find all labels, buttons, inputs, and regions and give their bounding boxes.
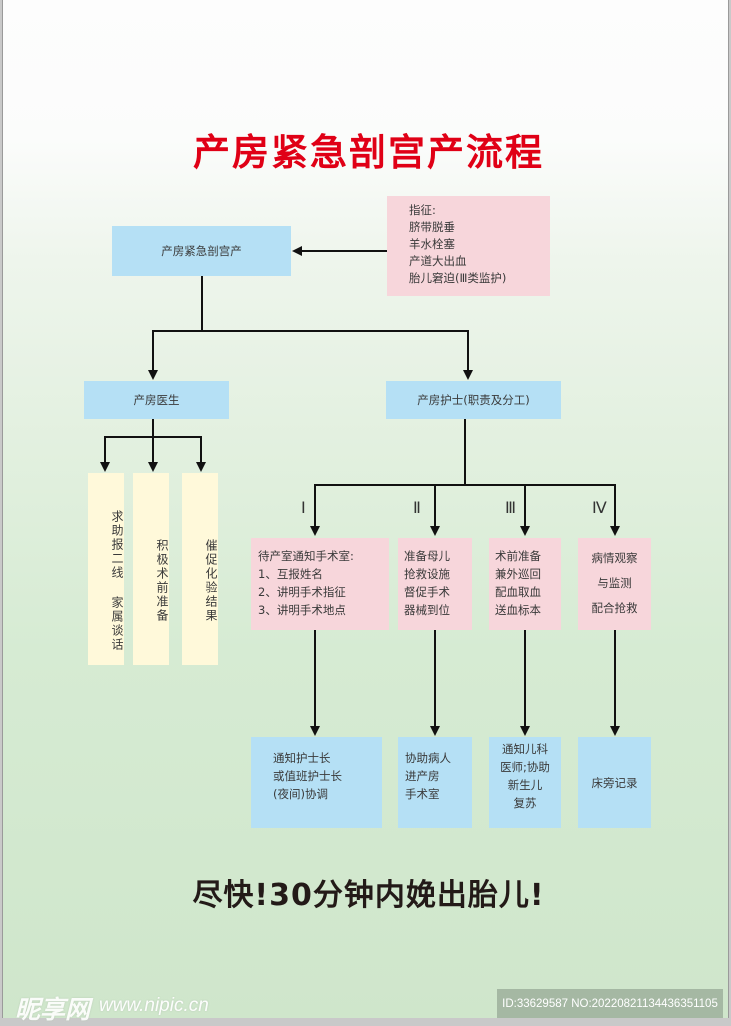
doctor-task-box: 积极术前准备: [133, 473, 169, 665]
connector: [524, 630, 526, 728]
arrow-head-down: [148, 462, 158, 472]
root-label: 产房紧急剖宫产: [161, 244, 242, 258]
nurse-duty-box-1: 待产室通知手术室: 1、互报姓名 2、讲明手术指征 3、讲明手术地点: [251, 538, 389, 630]
duty-line: 1、互报姓名: [258, 567, 323, 581]
indication-item: 产道大出血: [409, 254, 467, 268]
followup-line: 通知护士长: [273, 751, 331, 765]
page-title: 产房紧急剖宫产流程: [193, 130, 544, 174]
connector: [434, 630, 436, 728]
duty-line: 术前准备: [495, 549, 541, 563]
nurse-followup-box-3: 通知儿科 医师;协助 新生儿 复苏: [489, 737, 561, 828]
indications-heading: 指征:: [409, 203, 436, 217]
followup-line: 手术室: [405, 787, 440, 801]
duty-line: 准备母儿: [404, 549, 450, 563]
followup-line: 通知儿科: [502, 742, 548, 756]
arrow-head-down: [463, 370, 473, 380]
root-box: 产房紧急剖宫产: [112, 226, 291, 276]
followup-line: (夜间)协调: [273, 787, 328, 801]
duty-line: 送血标本: [495, 603, 541, 617]
nurse-followup-box-4: 床旁记录: [578, 737, 651, 828]
doctor-label: 产房医生: [133, 393, 180, 407]
doctor-task-text: 积极术前准备: [155, 539, 169, 623]
branch-numeral: Ⅲ: [505, 500, 517, 517]
connector: [614, 630, 616, 728]
arrow-head-down: [430, 526, 440, 536]
followup-line: 医师;协助: [500, 760, 550, 774]
arrow-head-down: [610, 526, 620, 536]
connector: [314, 630, 316, 728]
doctor-task-box: 求助报二线 家属谈话: [88, 473, 124, 665]
followup-line: 或值班护士长: [273, 769, 342, 783]
connector-nurse-down: [464, 419, 466, 486]
indication-item: 脐带脱垂: [409, 220, 455, 234]
doctor-task-text: 催促化验结果: [204, 539, 218, 623]
doctor-task-text: 求助报二线 家属谈话: [110, 510, 124, 652]
arrow-head-down: [310, 726, 320, 736]
connector: [104, 436, 106, 464]
nurse-followup-box-2: 协助病人 进产房 手术室: [398, 737, 472, 828]
nurse-followup-box-1: 通知护士长 或值班护士长 (夜间)协调: [251, 737, 382, 828]
watermark-logo: 昵享网: [15, 995, 91, 1024]
followup-line: 新生儿: [507, 778, 543, 792]
connector-root-down: [201, 276, 203, 331]
arrow-head-down: [100, 462, 110, 472]
arrow-head-down: [430, 726, 440, 736]
nurse-duty-box-4: 病情观察 与监测 配合抢救: [578, 538, 651, 630]
connector-doctor-down: [152, 419, 154, 437]
watermark-id-text: ID:33629587 NO:20220821134436351105: [502, 997, 718, 1010]
duty-line: 3、讲明手术地点: [258, 603, 346, 617]
watermark-url: www.nipic.cn: [99, 995, 209, 1016]
nurse-box: 产房护士(职责及分工): [386, 381, 561, 419]
duty-line: 配合抢救: [591, 601, 638, 615]
duty-line: 督促手术: [404, 585, 450, 599]
doctor-box: 产房医生: [84, 381, 229, 419]
arrow-head-down: [310, 526, 320, 536]
duty-line: 配血取血: [495, 585, 541, 599]
followup-line: 协助病人: [405, 751, 451, 765]
branch-numeral: Ⅳ: [592, 500, 607, 517]
connector-nurse-split: [314, 484, 616, 486]
duty-line: 兼外巡回: [495, 567, 541, 581]
arrow-head-down: [520, 526, 530, 536]
connector: [524, 484, 526, 528]
duty-line: 2、讲明手术指征: [258, 585, 346, 599]
connector: [614, 484, 616, 528]
branch-numeral: Ⅰ: [301, 500, 306, 517]
watermark-id-badge: ID:33629587 NO:20220821134436351105: [497, 989, 723, 1018]
duty-line: 待产室通知手术室:: [258, 549, 354, 563]
indication-item: 胎儿窘迫(Ⅲ类监护): [409, 271, 507, 285]
connector: [152, 436, 154, 464]
nurse-duty-box-2: 准备母儿 抢救设施 督促手术 器械到位: [398, 538, 472, 630]
arrow-head-down: [196, 462, 206, 472]
connector-indications-root: [301, 250, 387, 252]
connector: [200, 436, 202, 464]
arrow-head-down: [148, 370, 158, 380]
indications-box: 指征: 脐带脱垂 羊水栓塞 产道大出血 胎儿窘迫(Ⅲ类监护): [387, 196, 550, 296]
duty-line: 抢救设施: [404, 567, 450, 581]
nurse-duty-box-3: 术前准备 兼外巡回 配血取血 送血标本: [489, 538, 561, 630]
arrow-head-down: [610, 726, 620, 736]
duty-line: 病情观察: [591, 551, 638, 565]
followup-line: 床旁记录: [591, 775, 638, 790]
connector: [434, 484, 436, 528]
connector-to-doctor: [152, 330, 154, 372]
duty-line: 器械到位: [404, 603, 450, 617]
followup-line: 进产房: [405, 769, 440, 783]
followup-line: 复苏: [513, 796, 537, 810]
arrow-head-left: [292, 246, 302, 256]
nurse-label: 产房护士(职责及分工): [417, 393, 530, 407]
duty-line: 与监测: [597, 576, 632, 590]
connector-to-nurse: [467, 330, 469, 372]
indication-item: 羊水栓塞: [409, 237, 455, 251]
arrow-head-down: [520, 726, 530, 736]
connector: [314, 484, 316, 528]
slogan: 尽快!30分钟内娩出胎儿!: [192, 878, 545, 913]
connector-root-split: [152, 330, 468, 332]
doctor-task-box: 催促化验结果: [182, 473, 218, 665]
branch-numeral: Ⅱ: [413, 500, 421, 517]
